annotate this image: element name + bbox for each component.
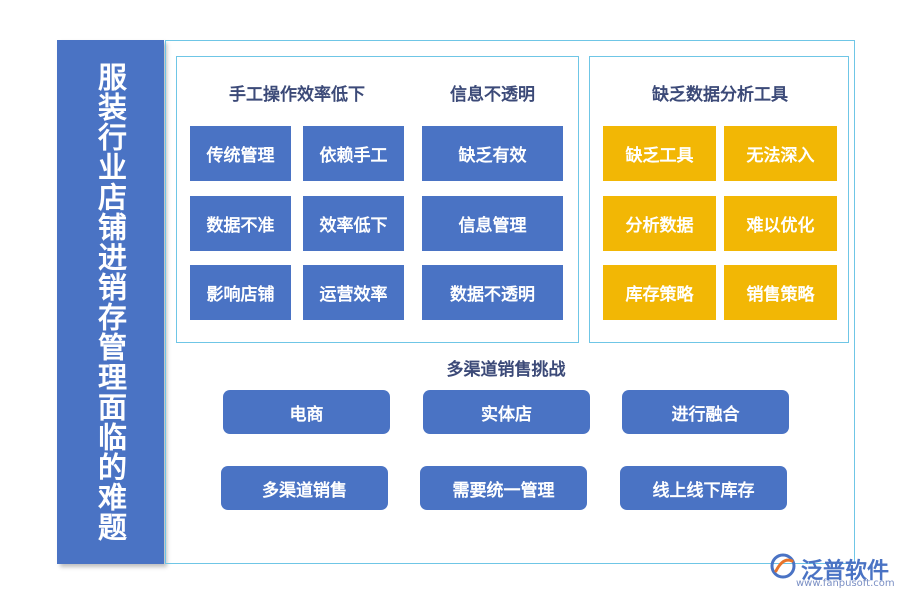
box-cannot-deepen: 无法深入 [724, 126, 837, 181]
box-lack-effective: 缺乏有效 [422, 126, 563, 181]
main-frame [165, 40, 855, 564]
heading-info-opacity: 信息不透明 [450, 85, 535, 105]
box-info-management: 信息管理 [422, 196, 563, 251]
left-panel [176, 56, 579, 343]
box-hard-optimize: 难以优化 [724, 196, 837, 251]
side-title: 服装行业店铺进销存管理面临的难题 [93, 62, 128, 542]
box-operation-efficiency: 运营效率 [303, 265, 404, 320]
pill-unified-management: 需要统一管理 [420, 466, 587, 510]
fanpu-logo-icon [770, 553, 796, 579]
box-data-inaccurate: 数据不准 [190, 196, 291, 251]
box-traditional-management: 传统管理 [190, 126, 291, 181]
logo-name: 泛普软件 [801, 559, 890, 584]
pill-physical-store: 实体店 [423, 390, 590, 434]
box-data-opaque: 数据不透明 [422, 265, 563, 320]
right-panel [589, 56, 849, 343]
box-affect-store: 影响店铺 [190, 265, 291, 320]
box-low-efficiency: 效率低下 [303, 196, 404, 251]
heading-lack-analysis-tools: 缺乏数据分析工具 [652, 85, 788, 105]
box-lack-tools: 缺乏工具 [603, 126, 716, 181]
box-sales-strategy: 销售策略 [724, 265, 837, 320]
logo-url: www.fanpusoft.com [796, 578, 895, 589]
box-rely-manual: 依赖手工 [303, 126, 404, 181]
heading-multichannel: 多渠道销售挑战 [446, 360, 566, 380]
pill-online-offline-inventory: 线上线下库存 [620, 466, 787, 510]
pill-integration: 进行融合 [622, 390, 789, 434]
box-inventory-strategy: 库存策略 [603, 265, 716, 320]
side-title-bar: 服装行业店铺进销存管理面临的难题 [57, 40, 164, 564]
pill-ecommerce: 电商 [223, 390, 390, 434]
heading-manual-efficiency: 手工操作效率低下 [229, 85, 365, 105]
pill-multichannel-sales: 多渠道销售 [221, 466, 388, 510]
box-analyze-data: 分析数据 [603, 196, 716, 251]
